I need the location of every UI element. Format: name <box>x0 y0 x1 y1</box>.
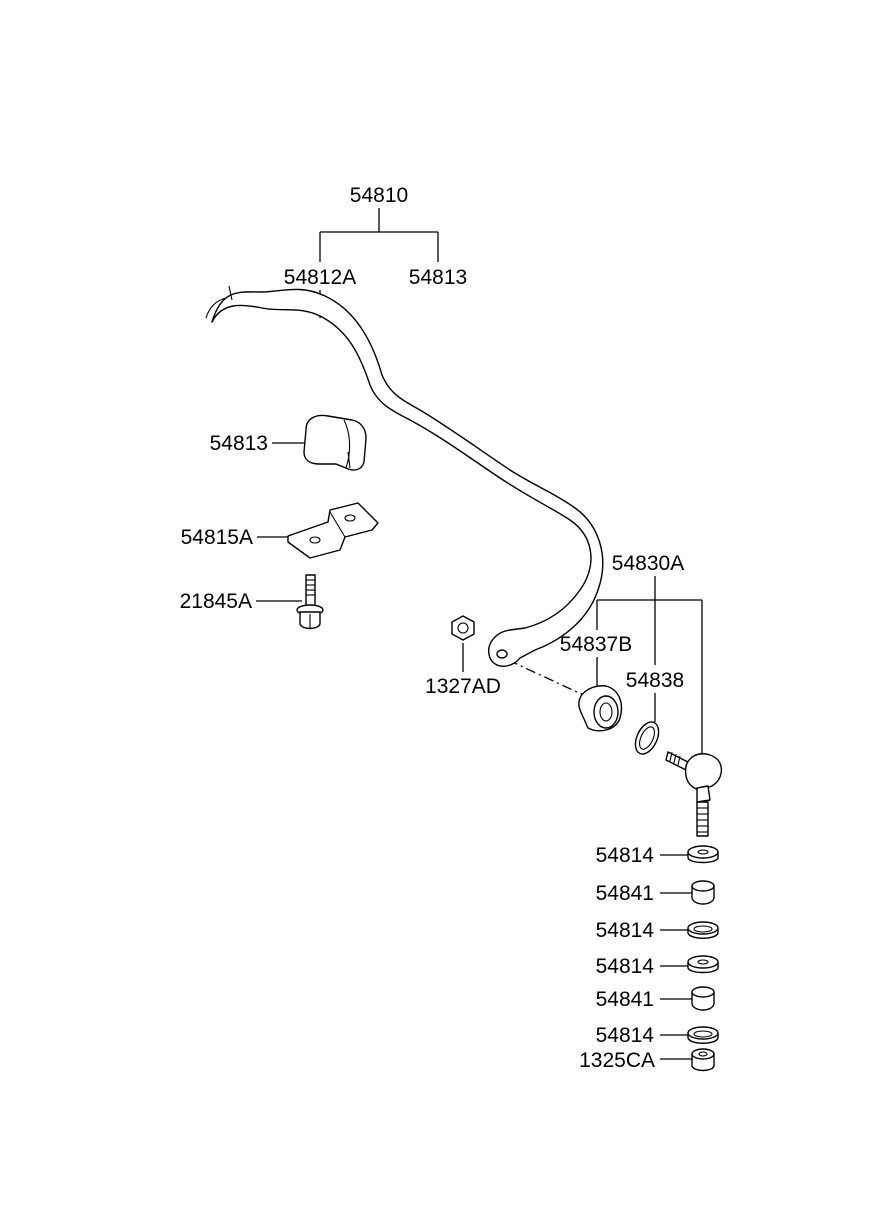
label-54841-2: 54841 <box>596 988 654 1011</box>
label-54814-2: 54814 <box>596 919 655 942</box>
dust-boot <box>578 685 623 732</box>
stabilizer-bar <box>205 285 604 667</box>
label-54841-1: 54841 <box>596 882 654 905</box>
link-nut <box>691 1048 715 1072</box>
label-54814-1: 54814 <box>596 844 655 867</box>
label-54813: 54813 <box>210 432 268 455</box>
washer-4 <box>687 1026 719 1044</box>
rubber-bushing-2 <box>691 986 715 1011</box>
label-54830a: 54830A <box>612 552 684 575</box>
label-54814-4: 54814 <box>596 1024 655 1047</box>
stabilizer-link <box>665 751 723 837</box>
label-1325ca: 1325CA <box>579 1049 655 1072</box>
bracket-bolt <box>296 574 324 630</box>
rubber-bushing-1 <box>691 880 715 905</box>
bushing-bracket <box>287 502 379 559</box>
label-54810: 54810 <box>350 184 408 207</box>
label-21845a: 21845A <box>180 590 252 613</box>
label-54815a: 54815A <box>181 526 253 549</box>
bar-bushing <box>303 414 367 471</box>
retaining-ring <box>634 721 660 755</box>
leader-lines <box>256 208 703 1060</box>
bar-nut <box>451 615 475 641</box>
label-54837b: 54837B <box>560 633 632 656</box>
part-labels: 54810 54812A 54813 54813 54815A 21845A 1… <box>180 184 685 1072</box>
washer-3 <box>687 955 719 974</box>
label-1327ad: 1327AD <box>425 675 501 698</box>
washer-1 <box>687 845 719 864</box>
label-54813-top: 54813 <box>409 266 467 289</box>
label-54812a: 54812A <box>284 266 356 289</box>
label-54838: 54838 <box>626 669 684 692</box>
washer-2 <box>687 921 719 939</box>
label-54814-3: 54814 <box>596 955 655 978</box>
